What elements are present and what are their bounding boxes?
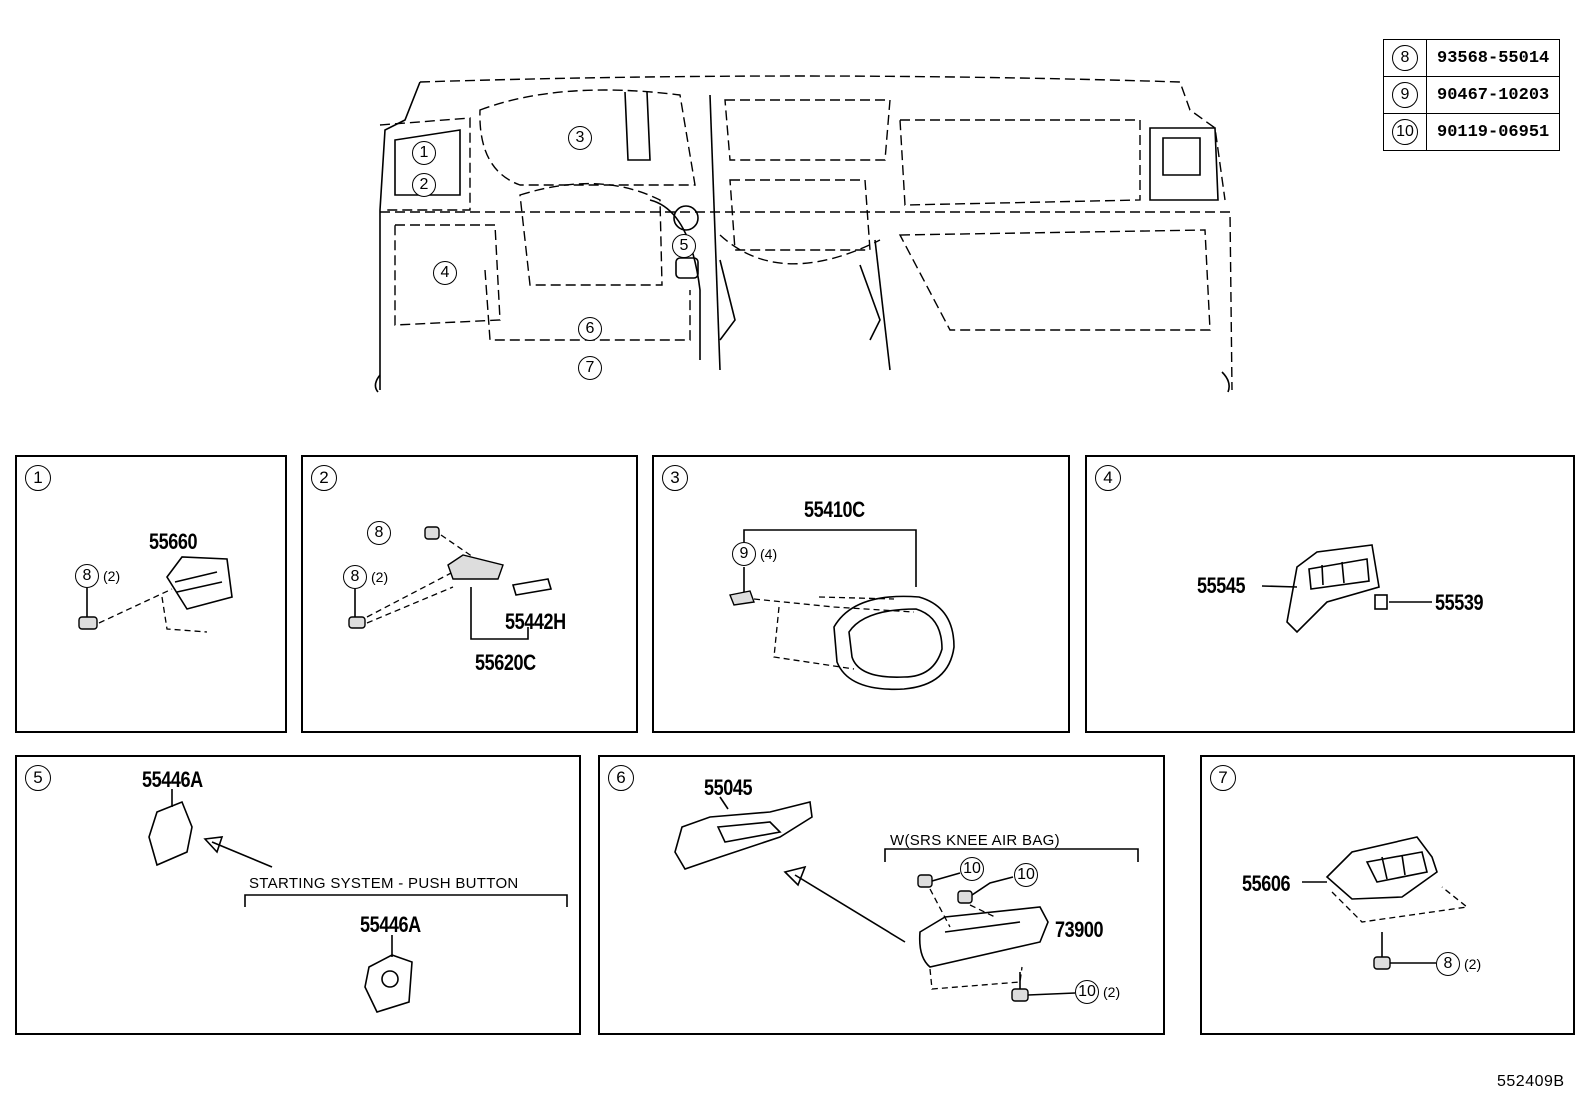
panel-2-drawing xyxy=(348,526,553,640)
panel-number: 4 xyxy=(1095,465,1121,491)
panel-number: 1 xyxy=(25,465,51,491)
legend-part-number: 90467-10203 xyxy=(1425,76,1561,114)
panel-4-drawing xyxy=(1261,544,1432,634)
panel-5: 5 55446A STARTING SYSTEM - PUSH BUTTON 5… xyxy=(15,755,581,1035)
legend-ref: 10 xyxy=(1392,119,1418,145)
fastener-legend-table: 8 93568-55014 9 90467-10203 10 90119-069… xyxy=(1383,39,1561,151)
panel-5-drawing xyxy=(148,789,568,1013)
overview-callout-6: 6 xyxy=(578,317,602,341)
overview-callout-2: 2 xyxy=(412,173,436,197)
variant-note: STARTING SYSTEM - PUSH BUTTON xyxy=(249,875,519,892)
panel-1-drawing xyxy=(78,556,233,633)
callout-ref: 10 xyxy=(960,857,984,881)
legend-row: 9 90467-10203 xyxy=(1383,76,1561,114)
overview-callout-7: 7 xyxy=(578,356,602,380)
part-label-73900: 73900 xyxy=(1055,917,1104,942)
callout-ref: 10 xyxy=(1075,980,1099,1004)
callout-ref: 10 xyxy=(1014,863,1038,887)
callout-qty: (2) xyxy=(103,568,121,584)
overview-callout-1: 1 xyxy=(412,141,436,165)
callout-ref: 8 xyxy=(75,564,99,588)
panel-6: 6 55045 W(SRS KNEE AIR BAG) 10 10 73900 … xyxy=(598,755,1165,1035)
panel-7-drawing xyxy=(1302,836,1469,970)
legend-ref: 8 xyxy=(1392,45,1418,71)
part-label-55446A-bottom: 55446A xyxy=(360,912,421,937)
callout-ref: 8 xyxy=(1436,952,1460,976)
panel-number: 3 xyxy=(662,465,688,491)
panel-6-drawing xyxy=(674,796,1139,1002)
part-label-55606: 55606 xyxy=(1242,871,1291,896)
callout-qty: (2) xyxy=(371,569,389,585)
legend-row: 8 93568-55014 xyxy=(1383,39,1561,77)
panel-7: 7 55606 8 (2) xyxy=(1200,755,1575,1035)
panel-4: 4 55545 55539 xyxy=(1085,455,1575,733)
panel-2: 2 8 8 (2) 55442H 55620C xyxy=(301,455,638,733)
part-label-55545: 55545 xyxy=(1197,573,1246,598)
panel-1: 1 55660 8 (2) xyxy=(15,455,287,733)
callout-ref: 9 xyxy=(732,542,756,566)
panel-number: 2 xyxy=(311,465,337,491)
part-label-55660: 55660 xyxy=(149,529,198,554)
panel-number: 7 xyxy=(1210,765,1236,791)
legend-row: 10 90119-06951 xyxy=(1383,113,1561,151)
diagram-id: 552409B xyxy=(1497,1073,1565,1090)
callout-qty: (2) xyxy=(1464,956,1482,972)
callout-ref: 8 xyxy=(343,565,367,589)
part-label-55446A-top: 55446A xyxy=(142,767,203,792)
part-label-55539: 55539 xyxy=(1435,590,1484,615)
panel-number: 5 xyxy=(25,765,51,791)
part-label-55410C: 55410C xyxy=(804,497,865,522)
part-label-55045: 55045 xyxy=(704,775,753,800)
panel-3: 3 55410C 9 (4) xyxy=(652,455,1070,733)
overview-callout-5: 5 xyxy=(672,234,696,258)
overview-callout-3: 3 xyxy=(568,126,592,150)
variant-note: W(SRS KNEE AIR BAG) xyxy=(890,832,1060,849)
legend-ref: 9 xyxy=(1392,82,1418,108)
overview-callout-4: 4 xyxy=(433,261,457,285)
callout-qty: (2) xyxy=(1103,984,1121,1000)
panel-number: 6 xyxy=(608,765,634,791)
panel-3-drawing xyxy=(729,529,955,691)
dashboard-overview-drawing xyxy=(374,75,1233,393)
callout-ref: 8 xyxy=(367,521,391,545)
legend-part-number: 90119-06951 xyxy=(1425,113,1561,151)
callout-qty: (4) xyxy=(760,546,778,562)
part-label-55442H: 55442H xyxy=(505,609,566,634)
legend-part-number: 93568-55014 xyxy=(1425,39,1561,77)
part-label-55620C: 55620C xyxy=(475,650,536,675)
